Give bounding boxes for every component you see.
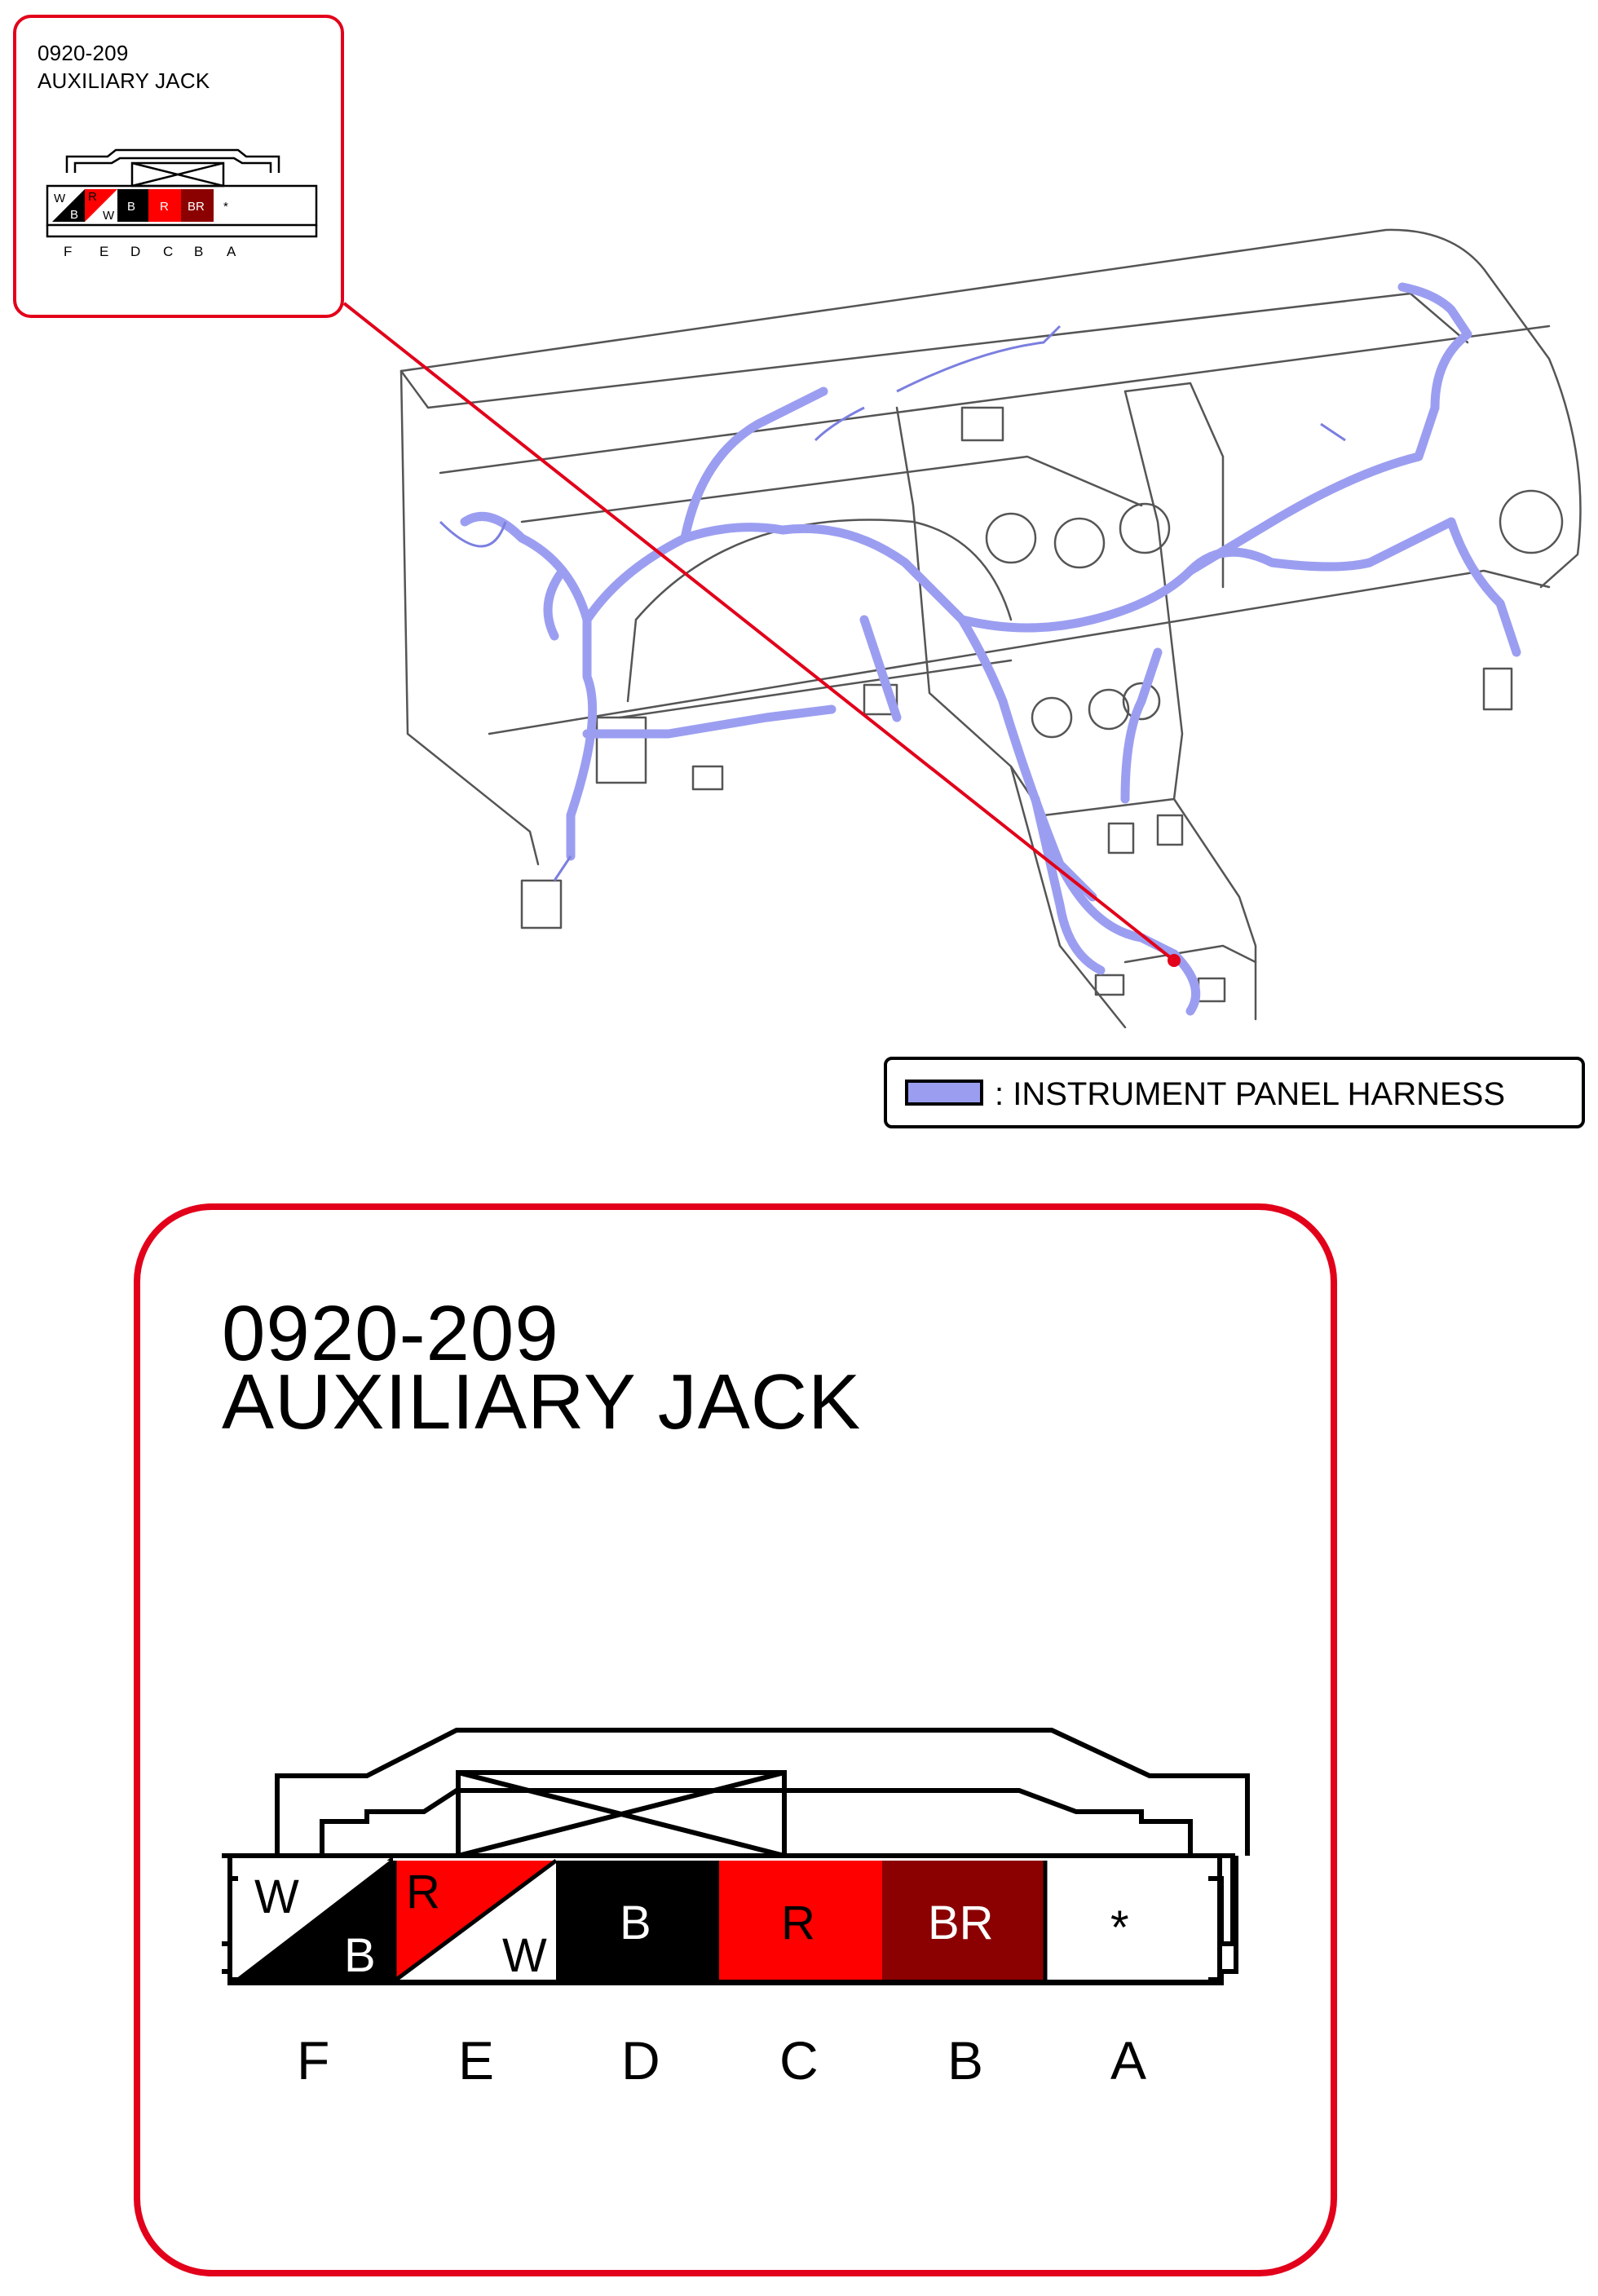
svg-text:C: C — [163, 244, 173, 259]
pin-E-label: E — [458, 2030, 494, 2091]
pin-D-wire: B — [620, 1896, 651, 1949]
svg-text:W: W — [103, 209, 115, 223]
legend-swatch — [905, 1080, 983, 1106]
svg-text:F: F — [64, 244, 72, 259]
svg-text:A: A — [227, 244, 236, 259]
pin-B-wire: BR — [928, 1896, 994, 1949]
pin-A-label: A — [1110, 2030, 1146, 2091]
connector-callout-large: 0920-209 AUXILIARY JACK — [134, 1203, 1337, 2276]
legend: : INSTRUMENT PANEL HARNESS — [884, 1057, 1585, 1128]
pin-A-cell — [1045, 1861, 1208, 1980]
pin-D-label: D — [621, 2030, 660, 2091]
pin-C-wire: R — [781, 1896, 815, 1949]
pin-A-wire: * — [1110, 1901, 1129, 1954]
svg-text:R: R — [160, 200, 169, 214]
svg-text:B: B — [70, 208, 78, 222]
svg-text:B: B — [127, 200, 135, 214]
pin-E-wire-bottom: W — [502, 1929, 547, 1982]
leader-line — [342, 302, 1176, 962]
harness-routing — [460, 282, 1521, 1016]
pin-C-label: C — [779, 2030, 819, 2091]
instrument-panel-illustration — [342, 228, 1582, 1029]
svg-text:D: D — [130, 244, 140, 259]
connector-name: AUXILIARY JACK — [222, 1358, 862, 1446]
pin-C-cell — [719, 1861, 882, 1980]
connector-face-diagram: W B R W B R BR * F E D C B A — [222, 1728, 1250, 2091]
pin-D-cell — [556, 1861, 719, 1980]
pin-B-cell — [882, 1861, 1045, 1980]
svg-text:W: W — [54, 192, 66, 205]
svg-text:E: E — [99, 244, 108, 259]
pin-E-wire-top: R — [406, 1866, 440, 1918]
pin-F-wire-bottom: B — [344, 1929, 376, 1982]
connector-name-small: AUXILIARY JACK — [38, 68, 210, 93]
svg-text:B: B — [194, 244, 203, 259]
pin-B-label: B — [947, 2030, 983, 2091]
pin-F-wire-top: W — [254, 1870, 299, 1923]
svg-text:BR: BR — [188, 200, 205, 214]
legend-text: : INSTRUMENT PANEL HARNESS — [995, 1076, 1506, 1112]
svg-text:*: * — [223, 200, 228, 214]
svg-text:R: R — [88, 190, 97, 204]
connector-id-small: 0920-209 — [38, 41, 129, 65]
pin-F-label: F — [297, 2030, 329, 2091]
connector-id: 0920-209 — [222, 1290, 559, 1377]
pin-cells — [238, 1856, 1208, 1980]
